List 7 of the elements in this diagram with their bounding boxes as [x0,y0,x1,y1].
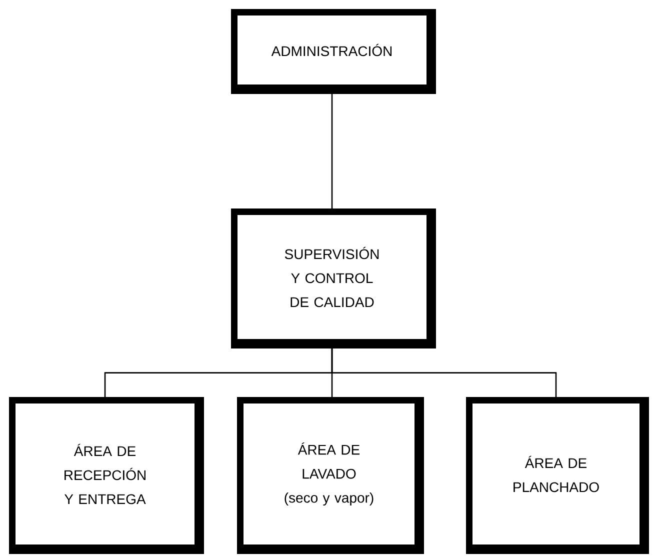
org-box: ÁREA DE PLANCHADO [466,397,649,554]
connector-line [331,348,557,397]
org-box: ÁREA DE RECEPCIÓN Y ENTREGA [9,397,204,554]
org-box: ÁREA DE LAVADO (seco y vapor) [237,397,424,554]
org-box: SUPERVISIÓN Y CONTROL DE CALIDAD [231,208,436,348]
org-box: ADMINISTRACIÓN [231,9,436,94]
connector-line [331,94,333,208]
